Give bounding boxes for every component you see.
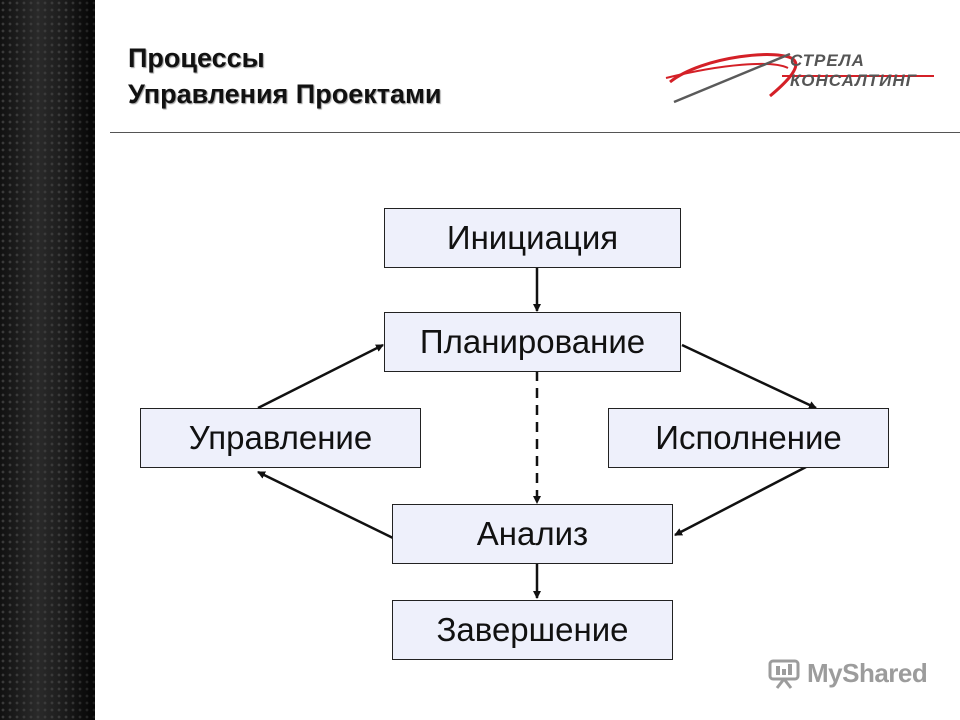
slide-title: Процессы Управления Проектами: [128, 40, 442, 112]
presentation-icon: [768, 659, 800, 689]
watermark-text: MyShared: [807, 657, 928, 688]
node-initiation: Инициация: [384, 208, 681, 268]
title-line-1: Процессы: [128, 43, 265, 73]
title-divider: [110, 132, 960, 133]
arrow-control-to-planning: [257, 343, 384, 410]
decorative-side-panel: [0, 0, 95, 720]
arrow-analysis-to-control: [257, 470, 394, 540]
node-analysis: Анализ: [392, 504, 673, 564]
node-execution: Исполнение: [608, 408, 889, 468]
title-line-2: Управления Проектами: [128, 79, 442, 109]
node-planning: Планирование: [384, 312, 681, 372]
logo-line-2: КОНСАЛТИНГ: [790, 71, 918, 90]
arrow-execution-to-analysis: [674, 465, 807, 537]
arrow-planning-to-execution: [681, 343, 817, 410]
node-closing: Завершение: [392, 600, 673, 660]
strela-logo-swoosh: [665, 52, 934, 104]
watermark: MyShared: [767, 655, 928, 691]
node-control: Управление: [140, 408, 421, 468]
logo-line-1: СТРЕЛА: [790, 51, 865, 70]
